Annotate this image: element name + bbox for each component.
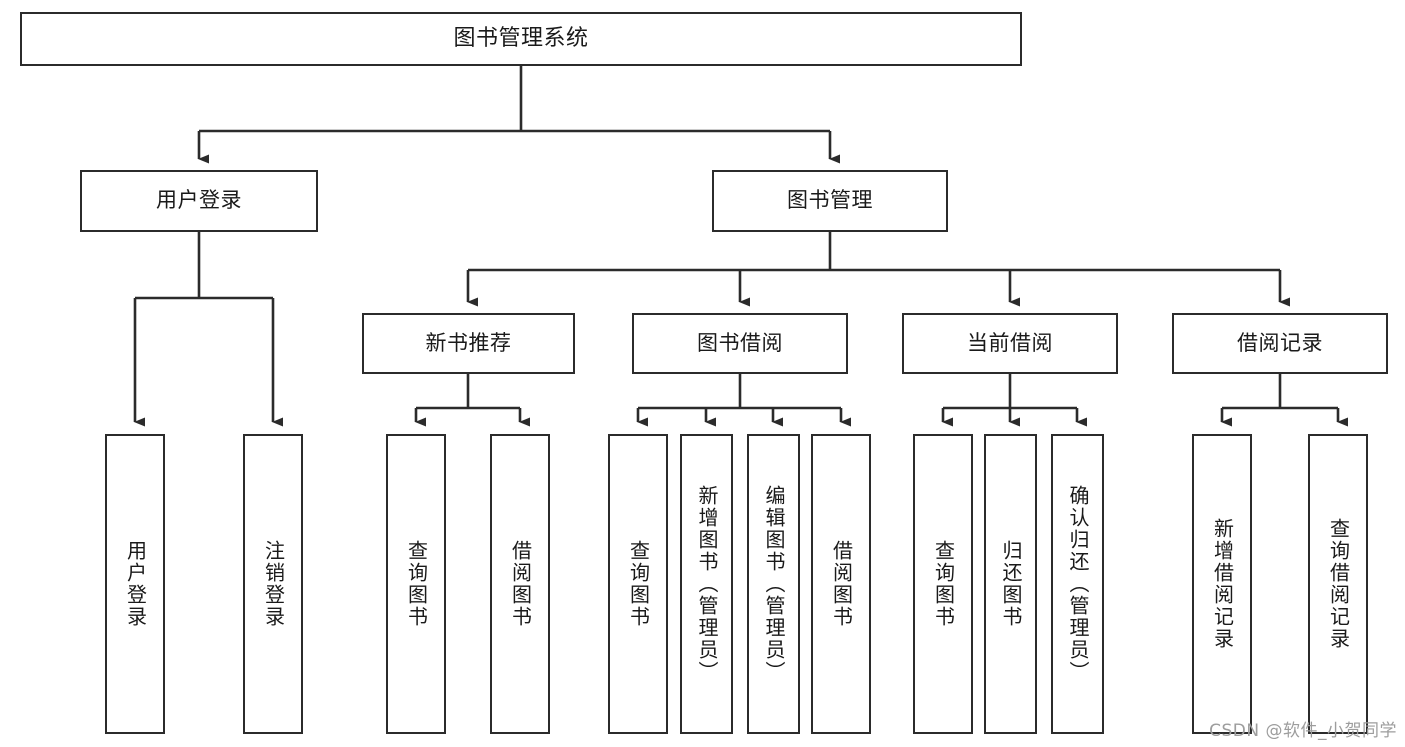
node-label: 查询图书 bbox=[404, 540, 429, 628]
node-label: 图书借阅 bbox=[697, 330, 783, 355]
node-label: 当前借阅 bbox=[967, 330, 1053, 355]
node-label: 图书管理系统 bbox=[453, 25, 589, 51]
node-label: 借阅图书 bbox=[829, 540, 854, 628]
node-new-book-recommend[interactable]: 新书推荐 bbox=[362, 313, 575, 374]
node-current-borrow[interactable]: 当前借阅 bbox=[902, 313, 1118, 374]
node-label: 用户登录 bbox=[156, 188, 242, 213]
leaf-borrow-borrow-book[interactable]: 借阅图书 bbox=[811, 434, 871, 734]
leaf-current-confirm-return-admin[interactable]: 确认归还（管理员） bbox=[1051, 434, 1104, 734]
leaf-records-query-record[interactable]: 查询借阅记录 bbox=[1308, 434, 1368, 734]
node-label: 新书推荐 bbox=[425, 330, 512, 355]
leaf-borrow-edit-book-admin[interactable]: 编辑图书（管理员） bbox=[747, 434, 800, 734]
watermark: CSDN @软件_小贺同学 bbox=[1209, 721, 1397, 741]
leaf-user-login-logout[interactable]: 注销登录 bbox=[243, 434, 303, 734]
node-user-login[interactable]: 用户登录 bbox=[80, 170, 318, 232]
leaf-current-query-book[interactable]: 查询图书 bbox=[913, 434, 973, 734]
node-label: 新增图书（管理员） bbox=[695, 485, 719, 683]
leaf-recommend-borrow-book[interactable]: 借阅图书 bbox=[490, 434, 550, 734]
node-label: 归还图书 bbox=[999, 540, 1023, 628]
node-book-management[interactable]: 图书管理 bbox=[712, 170, 948, 232]
node-label: 编辑图书（管理员） bbox=[762, 485, 786, 683]
leaf-borrow-query-book[interactable]: 查询图书 bbox=[608, 434, 668, 734]
node-label: 图书管理 bbox=[787, 188, 873, 213]
node-label: 用户登录 bbox=[123, 540, 148, 628]
node-label: 查询图书 bbox=[626, 540, 651, 628]
node-book-borrow[interactable]: 图书借阅 bbox=[632, 313, 848, 374]
leaf-current-return-book[interactable]: 归还图书 bbox=[984, 434, 1037, 734]
leaf-user-login-login[interactable]: 用户登录 bbox=[105, 434, 165, 734]
node-label: 查询图书 bbox=[931, 540, 956, 628]
node-label: 确认归还（管理员） bbox=[1066, 485, 1090, 683]
leaf-recommend-query-book[interactable]: 查询图书 bbox=[386, 434, 446, 734]
leaf-records-add-record[interactable]: 新增借阅记录 bbox=[1192, 434, 1252, 734]
node-label: 查询借阅记录 bbox=[1326, 518, 1351, 650]
node-root-system[interactable]: 图书管理系统 bbox=[20, 12, 1022, 66]
node-label: 新增借阅记录 bbox=[1210, 518, 1235, 650]
node-label: 借阅记录 bbox=[1237, 330, 1323, 355]
node-label: 借阅图书 bbox=[508, 540, 533, 628]
node-borrow-records[interactable]: 借阅记录 bbox=[1172, 313, 1388, 374]
leaf-borrow-add-book-admin[interactable]: 新增图书（管理员） bbox=[680, 434, 733, 734]
node-label: 注销登录 bbox=[261, 540, 286, 628]
